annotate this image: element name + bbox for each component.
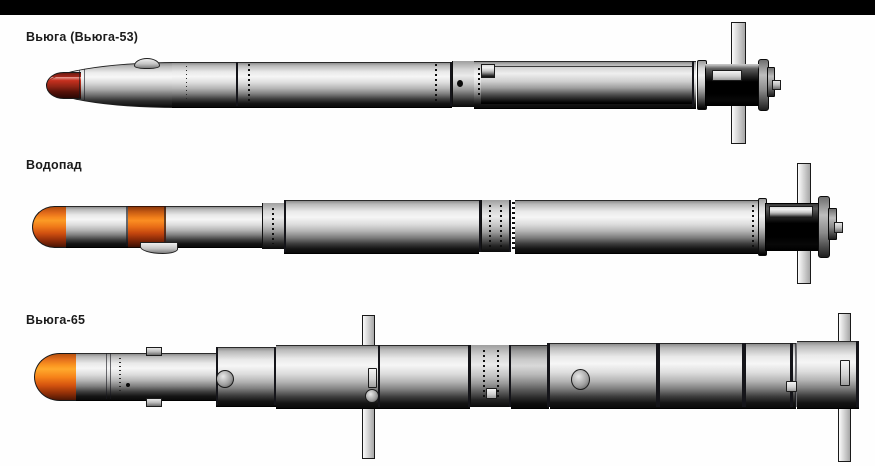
forward-body (172, 62, 236, 108)
tail-end-joint (856, 341, 859, 407)
aft-body-section-1 (511, 345, 549, 409)
aft-inspection-bolt (571, 369, 590, 390)
guidance-lug-bottom (146, 398, 162, 407)
instrument-seam-b (509, 200, 511, 252)
booster-rivet-line (478, 68, 480, 98)
nose-joint (126, 206, 128, 246)
guidance-joint-a (106, 353, 107, 399)
guidance-port (126, 383, 130, 387)
tail-lug (834, 222, 843, 233)
instrument-rivet-line-a (483, 350, 485, 400)
instrument-port (457, 80, 463, 87)
main-body (284, 200, 479, 254)
aft-body-section-4 (746, 343, 796, 409)
diagram-label-vyuga-65: Вьюга-65 (26, 313, 86, 327)
instrument-ring (481, 200, 511, 252)
mid-body-joint-front (236, 62, 238, 106)
top-black-bar (0, 0, 875, 15)
fin-mount-block (276, 345, 380, 409)
guidance-section (76, 353, 216, 401)
booster-joint-rear (692, 61, 694, 107)
mid-body (380, 345, 470, 409)
mid-body-rivet-line-front (248, 64, 250, 104)
nose-scoop-fairing (134, 58, 160, 69)
nose-tip-warhead (46, 72, 81, 99)
aft-body-section-2 (550, 343, 660, 409)
instrument-joint-rear (509, 345, 511, 407)
nose-tip-joint (79, 70, 80, 99)
fin-mount-joint-rear (378, 345, 380, 407)
band-joint-rear (164, 206, 166, 246)
instrument-access-slot (486, 388, 497, 399)
main-body-joint-front (284, 200, 286, 252)
aft-joint-3 (742, 343, 746, 407)
mid-body-joint-rear (468, 345, 470, 407)
booster-cutaway-window (481, 64, 495, 78)
mid-body-joint-rear (450, 62, 452, 106)
instrument-rivet-line-b (500, 205, 502, 247)
diagram-label-vyuga-53: Вьюга (Вьюга-53) (26, 30, 139, 44)
mid-body-rivet-line-rear (435, 64, 437, 104)
forward-transition-ring (262, 203, 286, 249)
aft-joint-2 (656, 343, 660, 407)
aft-joint-4b (795, 343, 797, 407)
nozzle-slot (712, 70, 742, 81)
nozzle-upper-panel (769, 206, 813, 219)
guidance-joint-b (110, 353, 111, 399)
instrument-rivet-line-c (512, 202, 515, 250)
forward-fin-lower (362, 405, 375, 459)
aft-access-slot (786, 381, 797, 392)
instrument-ring (452, 61, 476, 107)
aft-body (515, 200, 758, 254)
fin-mount-slot (368, 368, 377, 388)
aft-joint-1 (547, 343, 550, 407)
aft-body-rivet-line (752, 205, 754, 247)
tail-exhaust-slot (840, 360, 850, 386)
collar-joint-rear (274, 347, 276, 405)
transition-rivets (272, 208, 274, 244)
fin-mount-bolt (365, 389, 379, 403)
aft-body-section-3 (660, 343, 746, 409)
instrument-rivet-line-a (489, 205, 491, 247)
mid-body (236, 62, 452, 108)
forward-body-rivet-line (186, 66, 187, 102)
forward-body (166, 206, 262, 248)
instrument-seam-a (479, 200, 481, 252)
tail-lug (772, 80, 781, 90)
instrument-rivet-line-b (497, 350, 499, 400)
nose-tip-joint-2 (84, 69, 85, 100)
aft-joint-4 (790, 343, 793, 407)
nose-body (66, 206, 130, 248)
diagram-label-vodopad: Водопад (26, 158, 82, 172)
underside-fairing (140, 242, 178, 254)
guidance-lug-top (146, 347, 162, 356)
booster-inner-cylinder (481, 66, 694, 104)
guidance-rivet-line (119, 358, 121, 392)
tail-fin-lower (838, 405, 851, 462)
collar-inspection-bolt (216, 370, 234, 388)
